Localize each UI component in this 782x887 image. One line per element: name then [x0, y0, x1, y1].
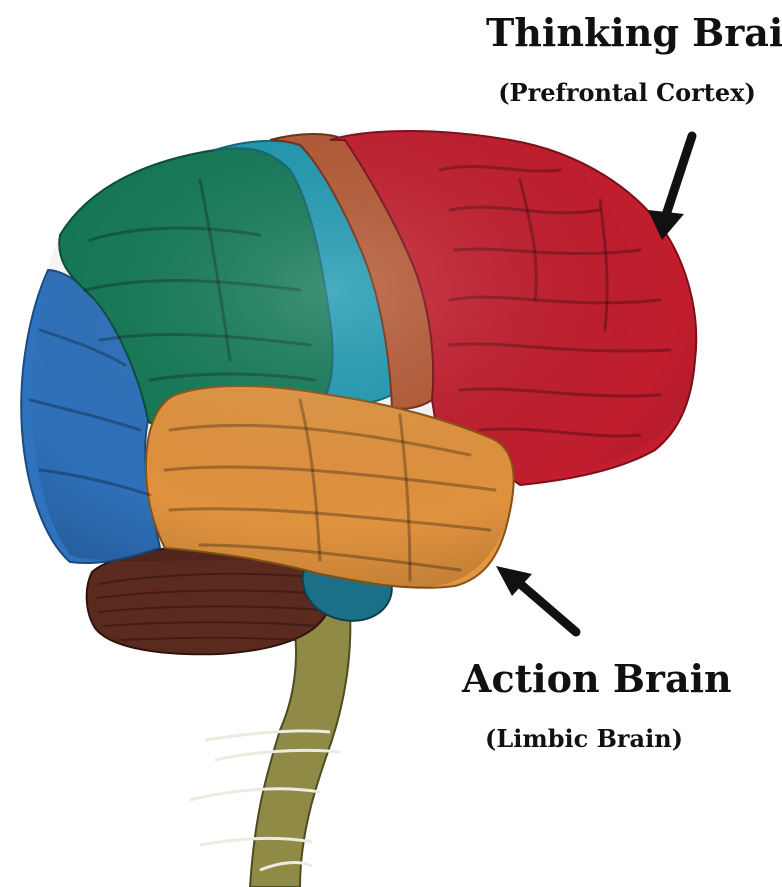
- prefrontal-cortex-label: (Prefrontal Cortex): [474, 78, 780, 107]
- action-brain-label: Action Brain: [462, 656, 708, 701]
- brain-shading: [32, 131, 695, 588]
- thinking-brain-label: Thinking Brain: [486, 10, 778, 55]
- action-arrow: [496, 566, 576, 632]
- limbic-brain-label: (Limbic Brain): [470, 724, 698, 753]
